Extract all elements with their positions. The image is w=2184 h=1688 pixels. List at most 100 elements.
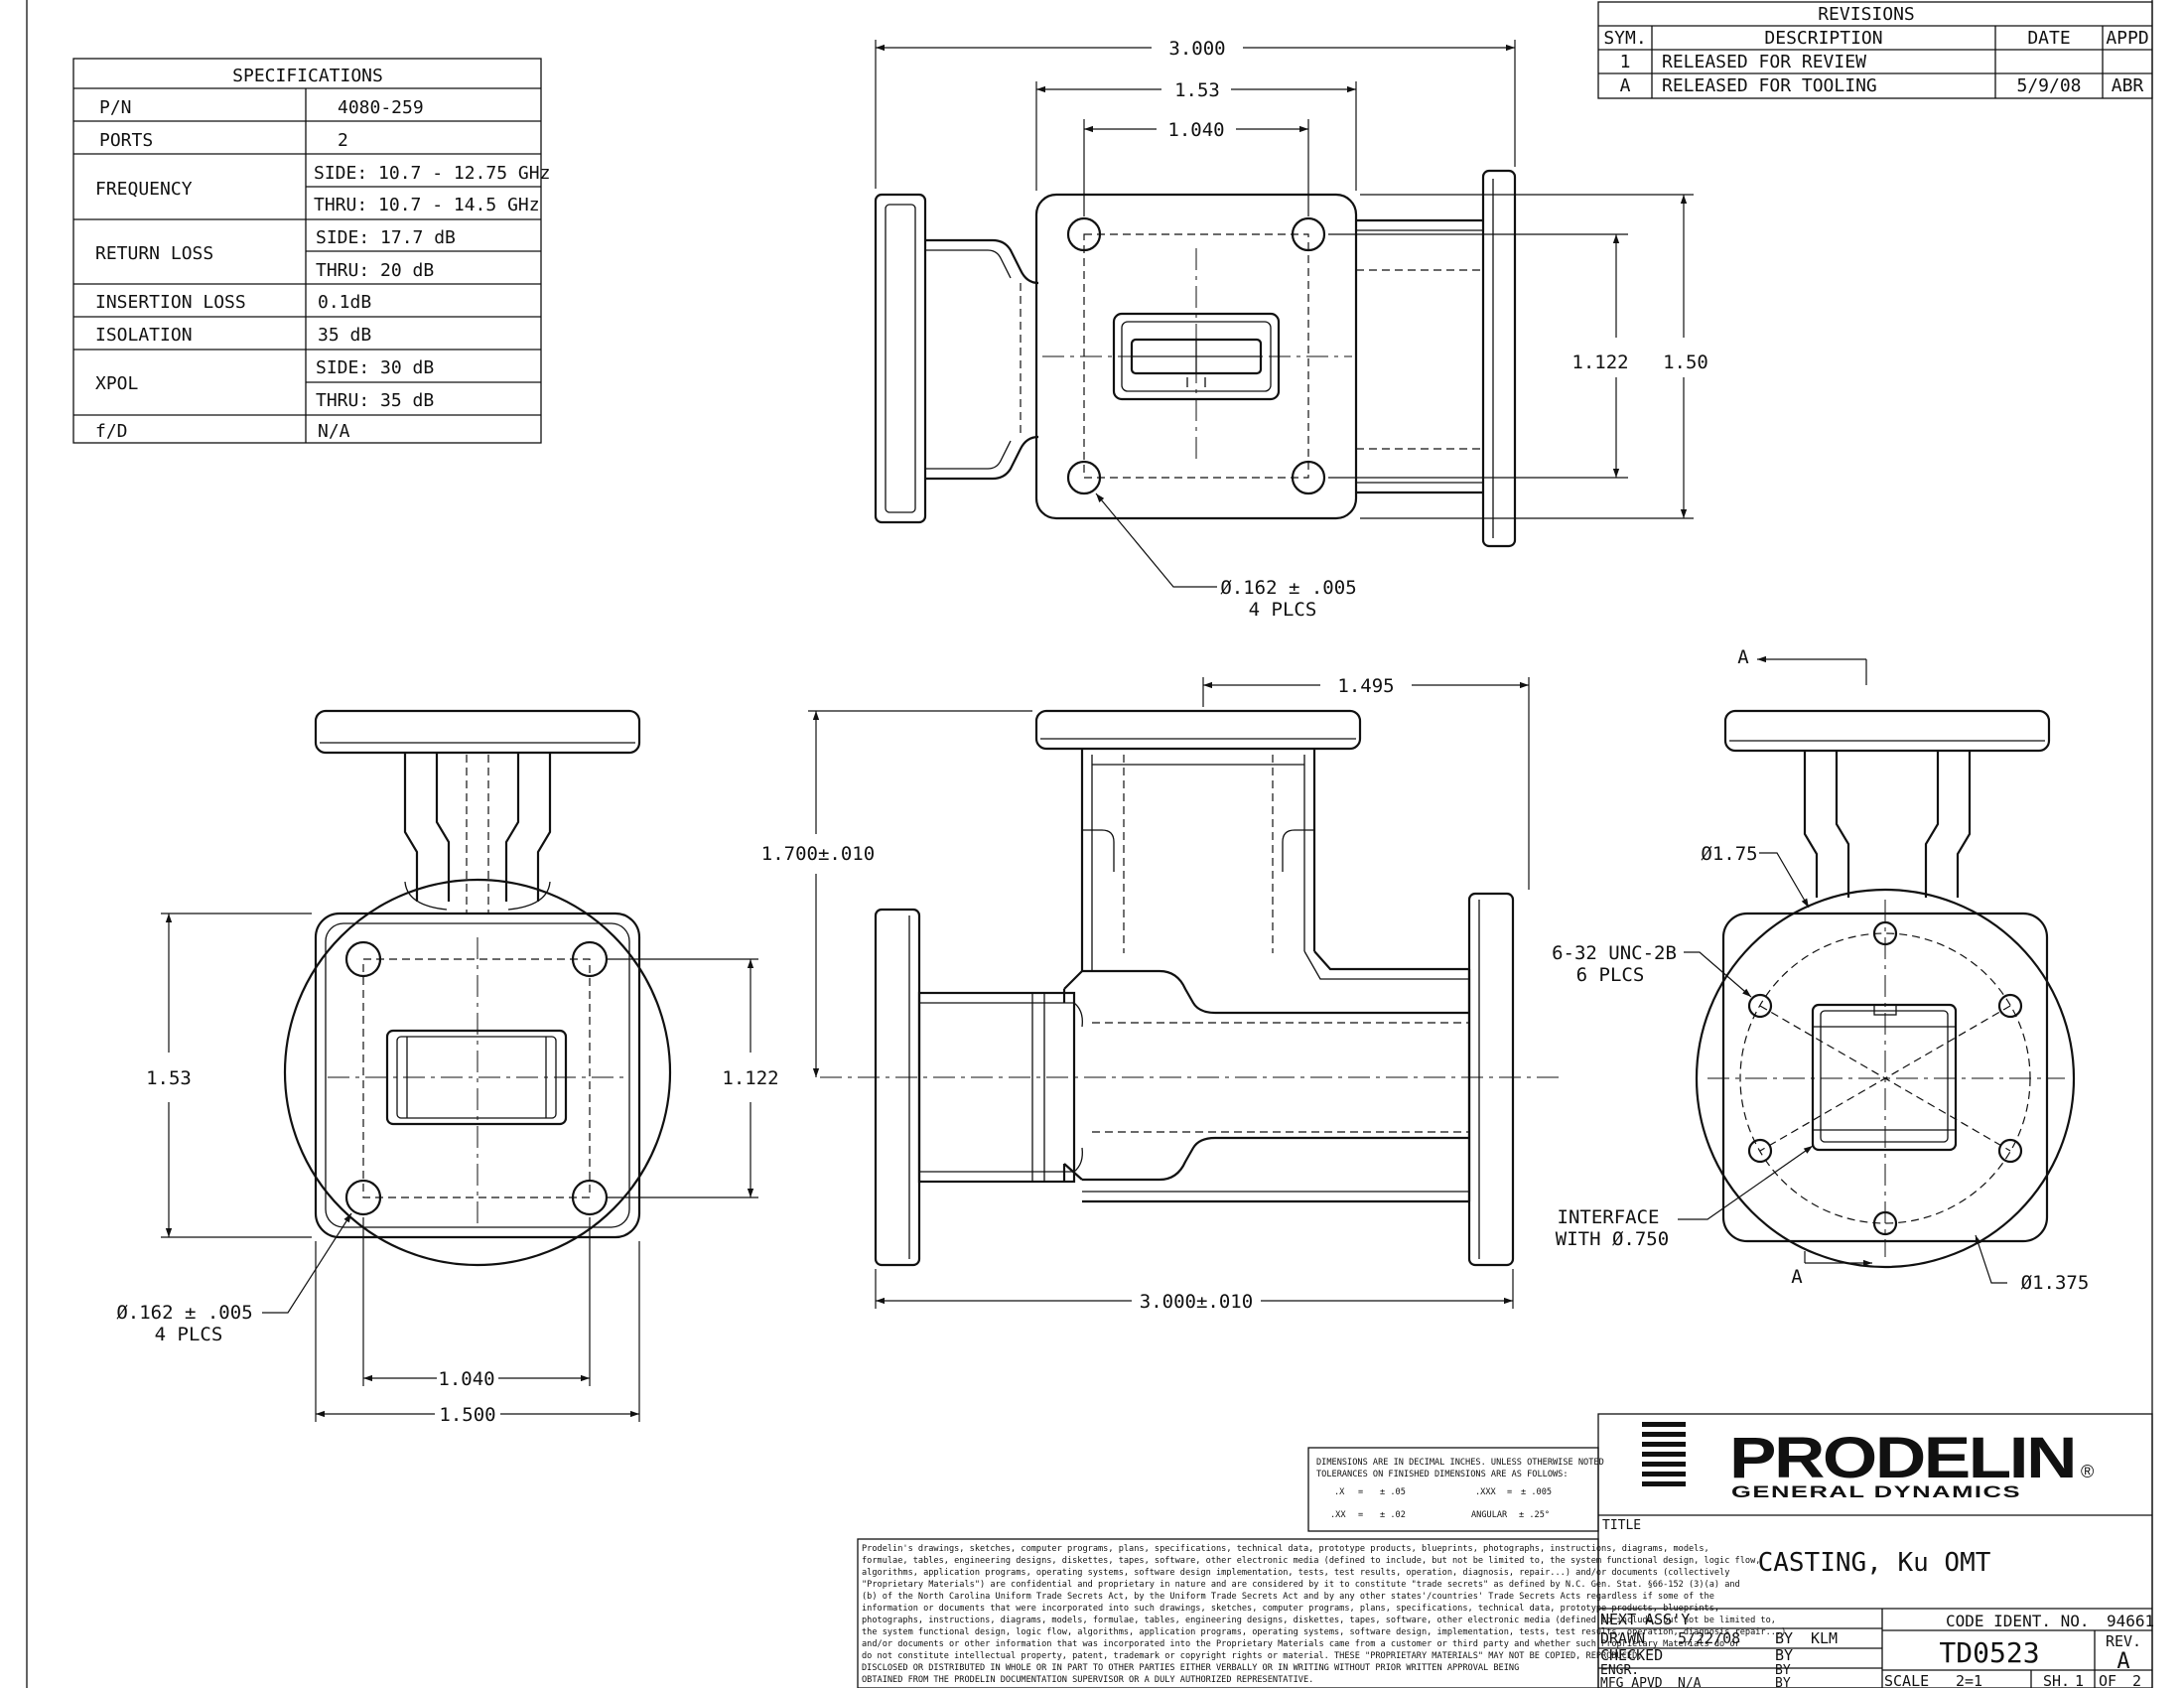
of-value: 2: [2132, 1672, 2141, 1688]
tolerance-xxx: .XXX: [1475, 1487, 1497, 1497]
center-view: [820, 709, 1565, 1267]
dim-center-height: 1.700±.010: [761, 843, 875, 865]
spec-label-frequency: FREQUENCY: [95, 179, 193, 200]
dim-left-h-outer: 1.500: [439, 1404, 495, 1426]
left-view: [283, 709, 672, 1267]
revisions-header-description: DESCRIPTION: [1764, 28, 1882, 49]
checked-by-label: BY: [1775, 1646, 1793, 1664]
dim-left-h-inner: 1.040: [438, 1368, 494, 1390]
spec-label-xpol: XPOL: [95, 373, 139, 394]
tolerance-line-2: TOLERANCES ON FINISHED DIMENSIONS ARE AS…: [1316, 1470, 1569, 1479]
revisions-table: REVISIONS SYM. DESCRIPTION DATE APPD 1 R…: [1597, 1, 2153, 99]
spec-label-pn: P/N: [99, 97, 132, 118]
notice-line: "Proprietary Materials") are confidentia…: [862, 1580, 1740, 1590]
notice-line: Prodelin's drawings, sketches, computer …: [862, 1544, 1709, 1554]
spec-value-frequency-side: SIDE: 10.7 - 12.75 GHz: [314, 163, 550, 184]
of-label: OF: [2099, 1672, 2116, 1688]
spec-label-insertion-loss: INSERTION LOSS: [95, 292, 246, 313]
spec-title: SPECIFICATIONS: [232, 66, 383, 86]
spec-value-return-loss-side: SIDE: 17.7 dB: [316, 227, 456, 248]
section-label-a-top: A: [1737, 646, 1749, 668]
dim-right-d1375: Ø1.375: [2021, 1272, 2090, 1294]
tolerance-xxx-val: ± .005: [1521, 1487, 1552, 1497]
drawn-label: DRAWN: [1600, 1629, 1645, 1647]
revisions-title: REVISIONS: [1818, 4, 1915, 25]
mfg-apvd-label: MFG APVD: [1600, 1676, 1663, 1688]
spec-value-frequency-thru: THRU: 10.7 - 14.5 GHz: [314, 195, 540, 215]
sheet-value: 1: [2075, 1672, 2084, 1688]
center-view-dimensions: 1.495 1.700±.010 3.000±.010: [761, 675, 1530, 1313]
logo-registered: ®: [2081, 1462, 2094, 1481]
right-view-dimensions: A A Ø1.75 6-32 UNC-2B 6 PLCS INTERFACE W…: [1552, 646, 2089, 1294]
dim-left-hole: Ø.162 ± .005: [116, 1302, 252, 1324]
tolerance-x-val: ± .05: [1380, 1487, 1406, 1497]
tolerance-xx: .XX: [1330, 1510, 1346, 1520]
dim-left-hole-qty: 4 PLCS: [155, 1324, 223, 1345]
scale-value: 2=1: [1956, 1672, 1982, 1688]
rev-label: REV.: [2106, 1632, 2141, 1650]
dim-left-v-outer: 1.53: [146, 1067, 192, 1089]
code-ident-number: 94661: [2107, 1612, 2154, 1630]
spec-label-isolation: ISOLATION: [95, 325, 193, 346]
revision-1-description: RELEASED FOR REVIEW: [1662, 52, 1866, 72]
notice-line: DISCLOSED OR DISTRIBUTED IN WHOLE OR IN …: [862, 1663, 1519, 1673]
code-ident-label: CODE IDENT. NO.: [1946, 1612, 2090, 1630]
tolerance-angular: ANGULAR: [1471, 1510, 1508, 1520]
dim-center-length: 3.000±.010: [1140, 1291, 1253, 1313]
spec-label-fd: f/D: [95, 421, 128, 442]
revision-a-sym: A: [1620, 75, 1631, 96]
tolerance-x: .X: [1334, 1487, 1345, 1497]
drawing-number: TD0523: [1939, 1636, 2039, 1669]
scale-label: SCALE: [1884, 1672, 1929, 1688]
top-view-dimensions: 3.000 1.53 1.040 1.122 1.50 Ø.162 ± .005…: [875, 38, 1708, 621]
tolerance-eq-1: =: [1358, 1487, 1363, 1497]
tolerance-angular-val: ± .25°: [1519, 1510, 1550, 1520]
checked-label: CHECKED: [1600, 1646, 1663, 1664]
dim-right-thread: 6-32 UNC-2B: [1552, 942, 1677, 964]
spec-value-pn: 4080-259: [338, 97, 424, 118]
specifications-table: SPECIFICATIONS P/N 4080-259 PORTS 2 FREQ…: [72, 58, 550, 444]
dim-left-v-inner: 1.122: [722, 1067, 778, 1089]
dim-top-v-outer: 1.50: [1663, 352, 1708, 373]
spec-label-return-loss: RETURN LOSS: [95, 243, 213, 264]
dim-top-hole-qty: 4 PLCS: [1249, 599, 1317, 621]
drawn-date: 5/22/08: [1678, 1629, 1740, 1647]
logo-subtitle: GENERAL DYNAMICS: [1731, 1482, 2021, 1501]
revisions-header-appd: APPD: [2106, 28, 2148, 49]
spec-value-insertion-loss: 0.1dB: [318, 292, 371, 313]
engr-by-label: BY: [1775, 1663, 1791, 1678]
top-view: [874, 169, 1517, 548]
spec-value-return-loss-thru: THRU: 20 dB: [316, 260, 434, 281]
dim-top-v-inner: 1.122: [1571, 352, 1628, 373]
dim-right-interface-2: WITH Ø.750: [1556, 1228, 1669, 1250]
dim-right-thread-qty: 6 PLCS: [1576, 964, 1645, 986]
spec-value-ports: 2: [338, 130, 348, 151]
dim-top-inner: 1.040: [1167, 119, 1224, 141]
mfg-apvd-value: N/A: [1678, 1676, 1702, 1688]
title-block: PRODELIN ® GENERAL DYNAMICS TITLE CASTIN…: [1597, 1413, 2154, 1688]
next-assy-label: NEXT ASS'Y: [1600, 1611, 1690, 1628]
logo-wordmark: PRODELIN: [1729, 1426, 2075, 1490]
prodelin-logo: PRODELIN ® GENERAL DYNAMICS: [1642, 1422, 2094, 1501]
drawing-title: CASTING, Ku OMT: [1758, 1548, 1991, 1578]
spec-value-isolation: 35 dB: [318, 325, 371, 346]
drawn-by-label: BY: [1775, 1629, 1793, 1647]
dim-top-mid: 1.53: [1174, 79, 1220, 101]
notice-line: do not constitute intellectual property,…: [862, 1651, 1642, 1661]
dim-top-overall: 3.000: [1168, 38, 1225, 60]
spec-value-xpol-side: SIDE: 30 dB: [316, 357, 434, 378]
revisions-header-sym: SYM.: [1603, 28, 1646, 49]
revision-a-date: 5/9/08: [2016, 75, 2081, 96]
sheet-label: SH.: [2043, 1672, 2070, 1688]
dim-top-hole: Ø.162 ± .005: [1220, 577, 1356, 599]
tolerance-eq-3: =: [1358, 1510, 1363, 1520]
right-view: [1695, 655, 2076, 1269]
notice-line: information or documents that were incor…: [862, 1604, 1719, 1614]
tolerance-xx-val: ± .02: [1380, 1510, 1406, 1520]
notice-line: photographs, instructions, diagrams, mod…: [862, 1616, 1776, 1625]
revision-a-description: RELEASED FOR TOOLING: [1662, 75, 1877, 96]
section-label-a-bottom: A: [1791, 1266, 1803, 1288]
mfg-by-label: BY: [1775, 1676, 1791, 1688]
engr-label: ENGR.: [1600, 1663, 1639, 1678]
